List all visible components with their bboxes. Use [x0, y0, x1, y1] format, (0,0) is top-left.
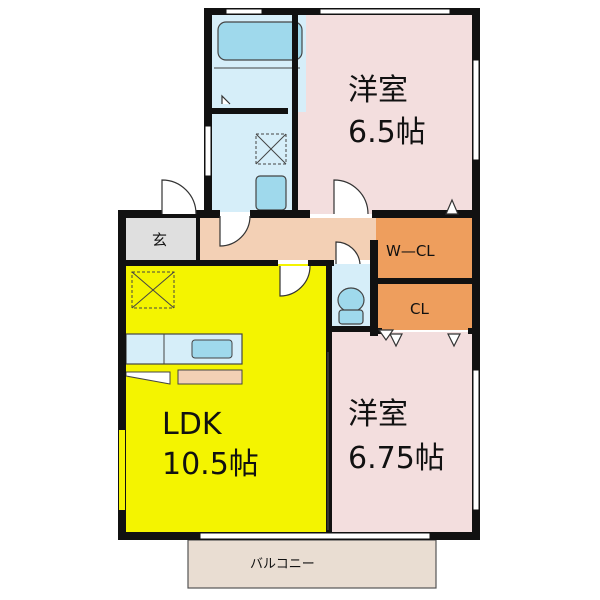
- toilet-door: [335, 241, 361, 265]
- vent-fan-icon: [255, 133, 287, 165]
- walk-in-closet-area: [376, 218, 472, 278]
- front-door: [161, 179, 197, 215]
- fixtures: [125, 21, 365, 385]
- doors: [161, 94, 461, 348]
- western-room-bottom-area: [330, 332, 472, 536]
- toilet-icon: [337, 287, 365, 325]
- ldk-size: 10.5帖: [162, 447, 259, 482]
- balcony-area: [187, 539, 437, 589]
- windows: [119, 8, 480, 540]
- western-room-top-name: 洋室: [348, 73, 408, 108]
- kitchen-back-counter: [177, 369, 243, 385]
- balcony-label: バルコニー: [250, 557, 315, 572]
- ldk-area: [124, 264, 326, 536]
- bath-door: [221, 94, 231, 105]
- ldk-door: [279, 265, 311, 297]
- wash-basin-icon: [255, 175, 287, 211]
- western-room-top-size: 6.5帖: [348, 115, 426, 150]
- bathtub-icon: [217, 21, 303, 61]
- room-top-door: [333, 179, 369, 215]
- western-room-top-area: [296, 12, 472, 214]
- labels: 洋室 6.5帖 洋室 6.75帖 LDK 10.5帖 W—CL CL 玄 バルコ…: [152, 73, 445, 572]
- kitchen-sink-icon: [191, 339, 233, 359]
- entrance-area: [124, 218, 200, 260]
- entrance-label: 玄: [152, 231, 167, 249]
- walk-in-closet-label: W—CL: [386, 242, 435, 260]
- washroom-door: [219, 215, 251, 247]
- closet-label: CL: [410, 300, 429, 318]
- western-room-bottom-name: 洋室: [348, 397, 408, 432]
- western-room-bottom-size: 6.75帖: [348, 441, 445, 476]
- closet-area: [376, 284, 472, 330]
- ldk-name: LDK: [162, 407, 223, 442]
- kitchen-vent-icon: [131, 271, 175, 309]
